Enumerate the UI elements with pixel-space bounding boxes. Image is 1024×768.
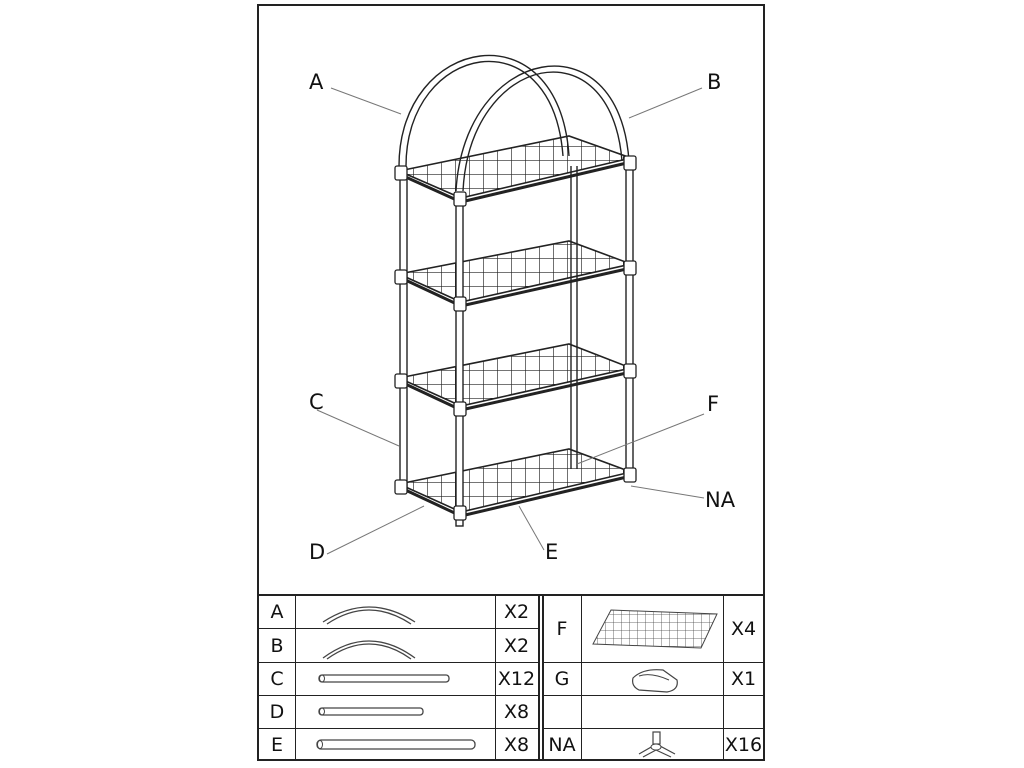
part-qty: X2 (503, 634, 530, 657)
part-qty: X16 (724, 734, 763, 756)
connectors (394, 155, 637, 521)
shelf-1 (396, 135, 634, 204)
part-letter (543, 696, 581, 728)
part-qty: X2 (503, 601, 530, 623)
part-letter: G (554, 668, 570, 690)
three-way-connector-icon (638, 731, 676, 758)
part-letter: C (270, 668, 284, 690)
shelf-4 (396, 448, 634, 518)
shelf-2 (396, 240, 634, 308)
short-arc-tube-icon (322, 606, 416, 625)
part-letter: B (270, 634, 284, 657)
wire-mesh-shelf-icon (592, 609, 718, 649)
part-qty: X8 (503, 734, 530, 756)
shelf-3 (396, 343, 634, 412)
part-qty: X8 (503, 701, 530, 723)
callout-a: A (309, 70, 324, 94)
rear-posts (399, 166, 578, 491)
part-qty: X4 (730, 618, 757, 640)
callout-na: NA (705, 488, 736, 512)
part-letter: D (269, 701, 285, 723)
callout-e: E (545, 540, 559, 564)
cover-bag-icon (632, 669, 678, 693)
shelf-assembly-drawing (316, 54, 705, 555)
parts-table: A X2 B X2 C X12 D (259, 594, 763, 761)
callout-d: D (309, 540, 326, 564)
part-qty: X1 (730, 668, 757, 690)
part-letter: NA (548, 734, 576, 756)
callout-c: C (309, 390, 324, 414)
short-straight-tube-icon (318, 707, 424, 716)
long-arc-tube-icon (322, 640, 416, 660)
part-qty (724, 696, 763, 728)
arch-b (455, 65, 630, 192)
callout-b: B (707, 70, 722, 94)
callout-f: F (707, 392, 720, 416)
part-letter: A (270, 601, 284, 623)
part-letter: F (556, 618, 568, 640)
arch-a (398, 54, 570, 167)
long-straight-tube-icon (316, 739, 476, 750)
part-qty: X12 (497, 668, 536, 690)
medium-straight-tube-icon (318, 674, 450, 683)
part-letter: E (270, 734, 283, 756)
leader-lines (316, 87, 705, 555)
assembly-sheet: A B C F NA D E A X2 B (257, 4, 765, 761)
